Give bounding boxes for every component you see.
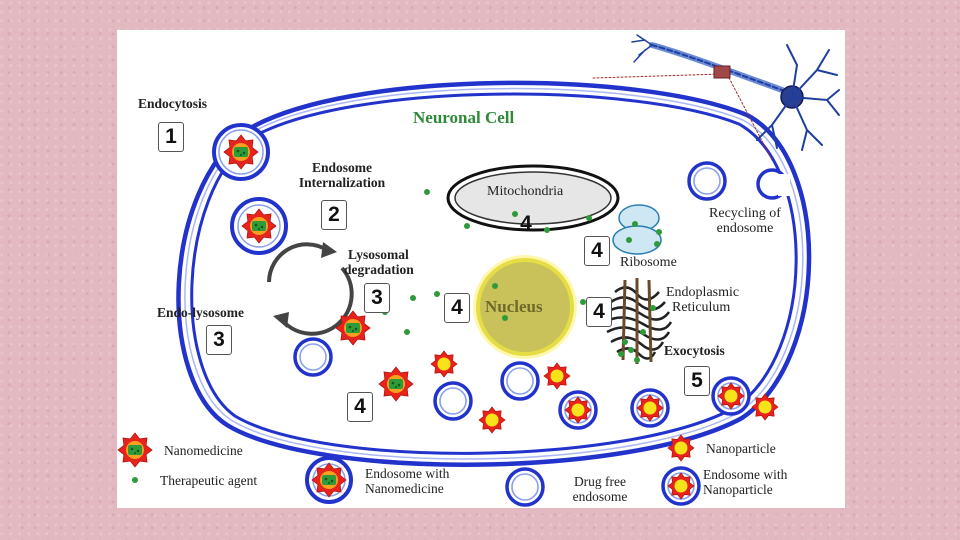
ribosome [612,204,662,255]
legend-endosome-nanoparticle-line1: Endosome with [703,467,788,482]
neuron-illustration [592,34,840,161]
legend-nanomedicine-icon [117,432,153,468]
legend-nanomedicine-label: Nanomedicine [164,443,243,458]
lysosomal-degradation-label: Lysosomal degradation [344,247,414,277]
recycling-label: Recycling of endosome [694,206,796,236]
nanomedicine-particle [378,366,414,402]
diagram-title: Neuronal Cell [413,108,515,127]
step-4-badge-er: 4 [586,297,612,327]
lysosomal-degradation-line2: degradation [344,262,414,277]
step-1-badge: 1 [158,122,184,152]
mitochondria [446,164,620,232]
er-label-line1: Endoplasmic [666,285,740,300]
legend-endosome-nanomedicine-line2: Nanomedicine [365,481,444,496]
legend-endosome-nanoparticle-line2: Nanoparticle [703,482,773,497]
nucleus [473,255,577,359]
endosome-internalization-line2: Internalization [298,175,386,190]
legend-nanoparticle-icon [667,434,695,462]
recycling-label-line1: Recycling of [709,206,781,221]
mitochondria-label: Mitochondria [487,184,564,199]
nanomedicine-particle [335,310,371,346]
legend-endosome-nanoparticle-icon [661,466,701,506]
nanoparticle [751,393,779,421]
legend-drug-free-label: Drug free endosome [555,474,645,504]
internalized-endosome [230,197,288,255]
drug-free-endosome [500,361,540,401]
legend-endosome-nanomedicine-label: Endosome with Nanomedicine [365,466,449,496]
drug-free-endosome [433,381,473,421]
exocytosis-label: Exocytosis [664,343,725,358]
recycling-label-line2: endosome [716,221,774,236]
drug-free-endosome [687,161,727,201]
nanoparticle [430,350,458,378]
step-2-badge: 2 [321,200,347,230]
legend-endosome-nanomedicine-line1: Endosome with [365,466,450,481]
legend-drug-free-endosome-icon [505,467,545,507]
legend-endosome-nanoparticle-label: Endosome with Nanoparticle [703,467,787,497]
er-label-line2: Reticulum [672,300,731,315]
step-3-badge-endo-lysosome: 3 [206,325,232,355]
legend-therapeutic-agent-label: Therapeutic agent [160,473,258,488]
lysosomal-degradation-line1: Lysosomal [348,247,409,262]
endosome-with-nanoparticle [711,376,751,416]
endoplasmic-reticulum [604,278,673,364]
legend-therapeutic-agent-icon [132,477,138,483]
legend-drug-free-line2: endosome [572,489,628,504]
step-5-badge: 5 [684,366,710,396]
step-4-badge-ribosome: 4 [584,236,610,266]
endosome-with-nanoparticle [630,388,670,428]
endo-lysosome-label: Endo-lysosome [157,305,245,320]
drug-free-endosome [293,337,333,377]
neuronal-cell-diagram [117,34,840,507]
endosome-internalization-line1: Endosome [311,160,372,175]
recycling-notch [756,168,790,200]
step-4-badge-release: 4 [347,392,373,422]
cycle-arrows [267,242,354,336]
endocytosis-vesicle [212,123,270,181]
nanoparticle [478,406,506,434]
endosome-with-nanoparticle [558,390,598,430]
legend-nanoparticle-label: Nanoparticle [706,441,776,456]
nucleus-label: Nucleus [485,297,543,316]
endoplasmic-reticulum-label: Endoplasmic Reticulum [666,285,739,315]
legend-endosome-nanomedicine-icon [305,456,353,504]
endocytosis-label: Endocytosis [138,96,208,111]
step-4-badge-nucleus: 4 [444,293,470,323]
legend-drug-free-line1: Drug free [573,474,627,489]
step-3-badge-lysosomal: 3 [364,283,390,313]
ribosome-label: Ribosome [620,255,677,270]
step-4-badge-mitochondria: 4 [520,212,532,235]
endosome-internalization-label: Endosome Internalization [286,160,398,190]
nanoparticle [543,362,571,390]
